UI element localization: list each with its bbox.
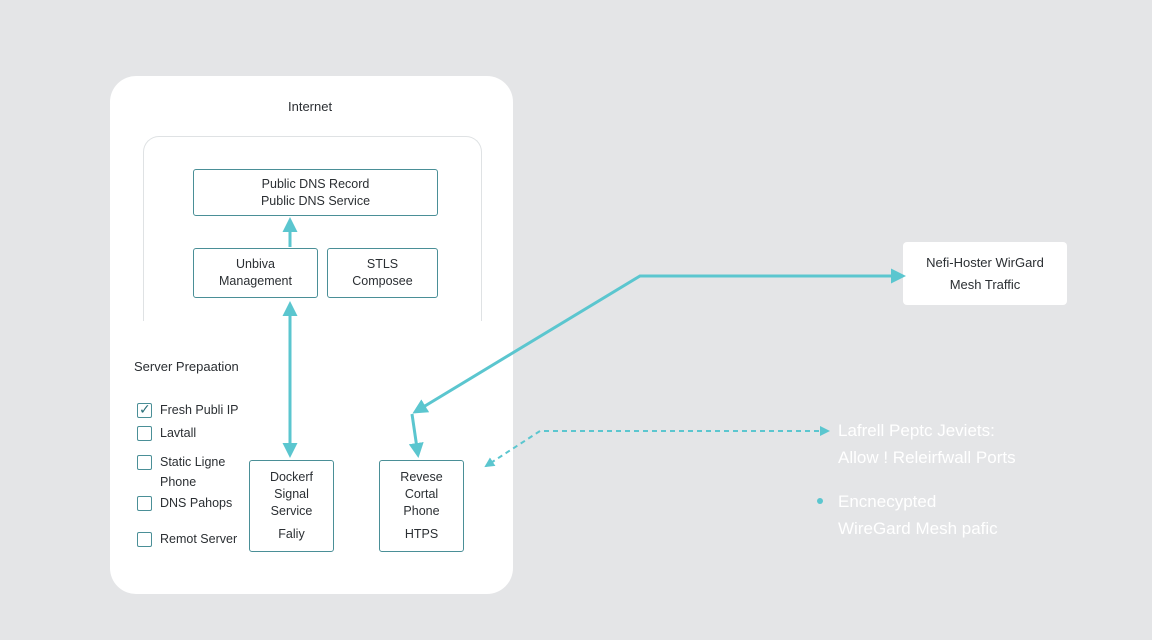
checkmark-icon: ✓ bbox=[139, 401, 151, 417]
encrypted-note-line1: Encnecypted bbox=[838, 492, 937, 511]
firewall-note-line1: Lafrell Peptc Jeviets: bbox=[838, 421, 995, 440]
checkbox-static-phone[interactable] bbox=[137, 455, 152, 470]
docker-box-line3: Service bbox=[270, 504, 313, 518]
reverse-box-line3: Phone bbox=[403, 504, 440, 518]
reverse-box-line2: Cortal bbox=[404, 487, 439, 501]
mesh-link-arrow-to-tag bbox=[412, 268, 906, 414]
checkbox-dns[interactable] bbox=[137, 496, 152, 511]
dns-box-line2: Public DNS Service bbox=[260, 193, 371, 208]
dns-box-line1: Public DNS Record bbox=[261, 176, 370, 191]
firewall-note-line2: Allow ! Releirfwall Ports bbox=[838, 448, 1016, 467]
checklist-item-label: DNS Pahops bbox=[160, 496, 233, 510]
internet-title: Internet bbox=[288, 99, 333, 114]
reverse-box-line1: Revese bbox=[400, 470, 443, 484]
checkbox-fresh-ip[interactable]: ✓ bbox=[137, 401, 152, 418]
mgmt-box-line1: Unbiva bbox=[236, 257, 275, 271]
docker-box-footer: Faliy bbox=[278, 527, 305, 541]
compose-box-line2: Composee bbox=[352, 274, 413, 288]
checkbox-remote-server[interactable] bbox=[137, 532, 152, 547]
checklist-item-label: Lavtall bbox=[160, 426, 197, 440]
mesh-link-arrow-to-proxy bbox=[408, 413, 424, 458]
checklist-item-label: Fresh Publi IP bbox=[160, 403, 239, 417]
management-box: Unbiva Management bbox=[193, 248, 318, 298]
bullet-dot-icon bbox=[817, 498, 823, 504]
checklist-item-label: Static Ligne Phone bbox=[160, 455, 226, 489]
internet-zone-frame bbox=[143, 136, 482, 321]
reverse-proxy-box: Revese Cortal Phone HTPS bbox=[379, 460, 464, 552]
firewall-dashed-arrow bbox=[484, 426, 830, 468]
checklist-item-label: Remot Server bbox=[160, 532, 238, 546]
checkbox-install[interactable] bbox=[137, 426, 152, 441]
docker-box-line1: Dockerf bbox=[269, 470, 314, 484]
mesh-tag-line1: Nefi-Hoster WirGard bbox=[926, 254, 1044, 270]
docker-box-line2: Signal bbox=[274, 487, 309, 501]
mgmt-box-line2: Management bbox=[219, 274, 292, 288]
compose-box-line1: STLS bbox=[366, 257, 399, 271]
mesh-traffic-tag: Nefi-Hoster WirGard Mesh Traffic bbox=[903, 242, 1067, 305]
reverse-box-footer: HTPS bbox=[404, 527, 439, 541]
dns-record-box: Public DNS Record Public DNS Service bbox=[193, 169, 438, 216]
mesh-tag-line2: Mesh Traffic bbox=[949, 276, 1021, 292]
docker-signal-box: Dockerf Signal Service Faliy bbox=[249, 460, 334, 552]
server-prep-heading: Server Prepaation bbox=[134, 359, 239, 374]
encrypted-note-line2: WireGard Mesh pafic bbox=[838, 519, 998, 538]
